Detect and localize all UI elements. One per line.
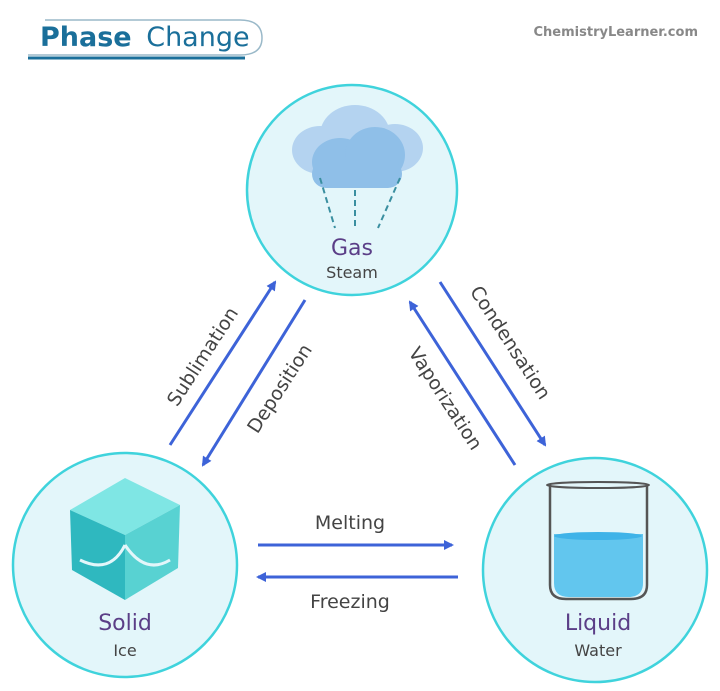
site-watermark: ChemistryLearner.com: [534, 25, 699, 40]
solid-label: Solid: [98, 611, 152, 636]
title-light: Change: [146, 22, 249, 53]
cloud-icon: [292, 105, 423, 229]
freezing-label: Freezing: [310, 591, 390, 613]
liquid-state: Liquid Water: [481, 456, 709, 684]
ice-label: Ice: [113, 641, 136, 660]
sublimation-arrow: [168, 280, 277, 446]
liquid-label: Liquid: [565, 611, 631, 636]
deposition-label: Deposition: [243, 340, 317, 437]
title-bold: Phase: [40, 22, 132, 53]
steam-label: Steam: [326, 263, 378, 282]
gas-state: Gas Steam: [245, 83, 459, 297]
melting-label: Melting: [315, 512, 385, 534]
beaker-icon: [546, 481, 650, 601]
water-label: Water: [574, 641, 622, 660]
solid-state: Solid Ice: [11, 451, 239, 679]
ice-cube-icon: [70, 478, 180, 600]
svg-text:Phase Change: Phase Change: [40, 22, 250, 53]
title-badge: Phase Change: [28, 19, 263, 60]
condensation-arrow: [438, 281, 547, 447]
gas-label: Gas: [331, 236, 373, 261]
vaporization-arrow: [408, 300, 517, 466]
deposition-arrow: [201, 299, 307, 467]
